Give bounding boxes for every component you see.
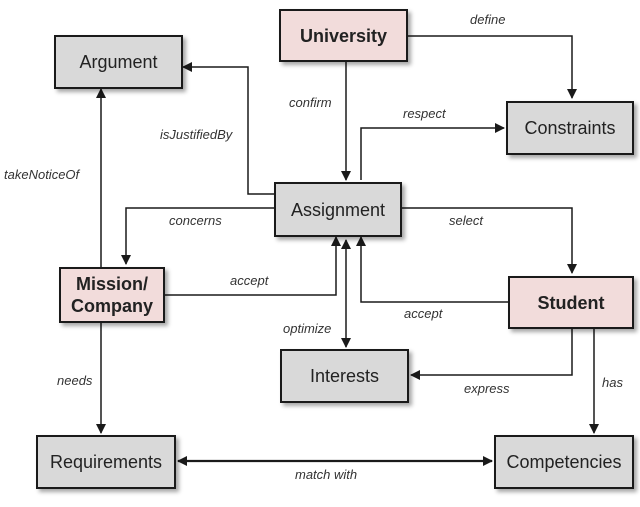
label-has: has — [602, 375, 623, 390]
node-constraints: Constraints — [506, 101, 634, 155]
node-competencies-label: Competencies — [506, 452, 622, 472]
node-requirements: Requirements — [36, 435, 176, 489]
label-match-with: match with — [295, 467, 358, 482]
node-university: University — [279, 9, 408, 62]
node-interests-label: Interests — [309, 366, 380, 386]
edge-define — [408, 35, 577, 99]
label-concerns: concerns — [169, 213, 222, 228]
label-needs: needs — [57, 373, 93, 388]
node-assignment: Assignment — [274, 182, 402, 237]
edge-select — [402, 207, 577, 274]
label-confirm: confirm — [289, 95, 332, 110]
label-select: select — [449, 213, 483, 228]
label-accept-student: accept — [404, 306, 443, 321]
node-university-label: University — [299, 25, 388, 46]
node-argument-label: Argument — [79, 52, 158, 72]
label-define: define — [470, 12, 506, 27]
node-interests: Interests — [280, 349, 409, 403]
label-optimize: optimize — [283, 321, 332, 336]
edge-express — [410, 329, 573, 380]
node-mission-label-line1: Mission/ — [75, 274, 148, 294]
label-express: express — [464, 381, 510, 396]
label-take-notice-of: takeNoticeOf — [4, 167, 80, 182]
edge-accept-student — [356, 236, 508, 303]
node-competencies: Competencies — [494, 435, 634, 489]
label-is-justified-by: isJustifiedBy — [160, 127, 233, 142]
node-argument: Argument — [54, 35, 183, 89]
label-respect: respect — [403, 106, 446, 121]
node-mission-company: Mission/ Company — [59, 267, 165, 323]
edge-accept-mission — [165, 236, 341, 296]
node-student-label: Student — [537, 292, 605, 313]
node-constraints-label: Constraints — [524, 118, 616, 138]
node-assignment-label: Assignment — [290, 199, 386, 220]
label-accept-mission: accept — [230, 273, 269, 288]
node-mission-label-line2: Company — [70, 296, 153, 316]
node-student: Student — [508, 276, 634, 329]
edge-is-justified-by — [182, 62, 274, 195]
edge-concerns — [121, 207, 274, 265]
edge-respect — [360, 123, 505, 180]
node-requirements-label: Requirements — [49, 452, 163, 472]
